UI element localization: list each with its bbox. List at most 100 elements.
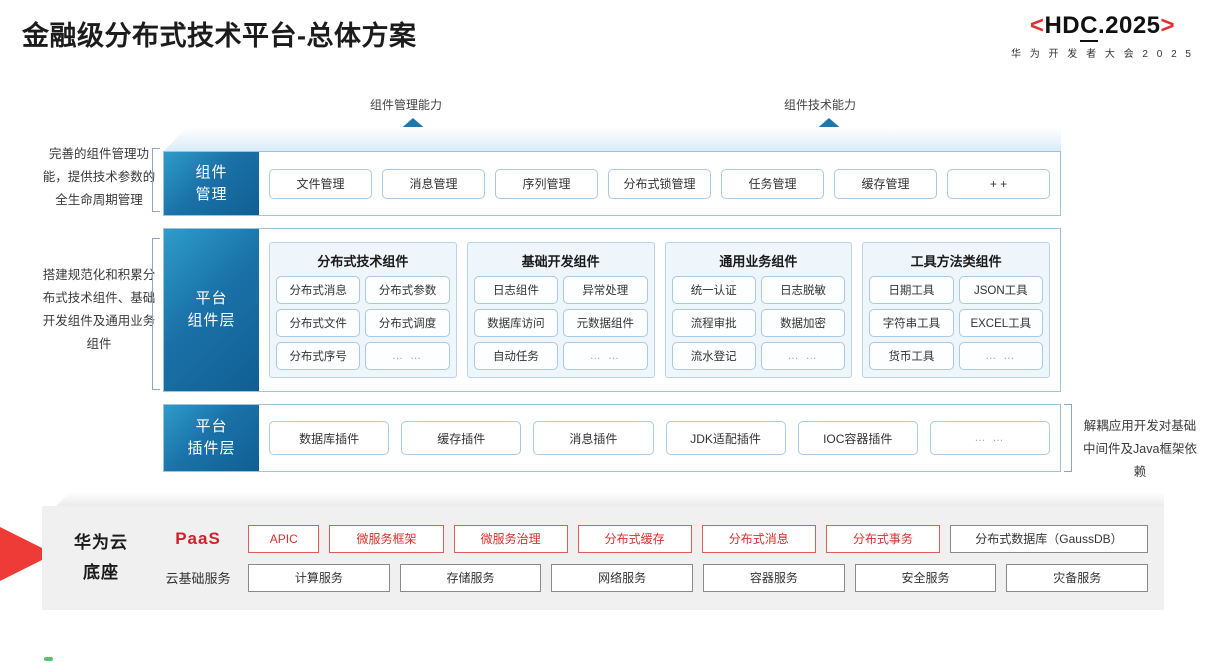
group-tool-method-components: 工具方法类组件 日期工具 JSON工具 字符串工具 EXCEL工具 货币工具 …… [862, 242, 1050, 378]
chip-string-tool[interactable]: 字符串工具 [869, 309, 954, 337]
chip-currency-tool[interactable]: 货币工具 [869, 342, 954, 370]
chip-message-plugin[interactable]: 消息插件 [533, 421, 654, 455]
layer-label-line1: 组件 [195, 163, 228, 181]
base-chip-network-service[interactable]: 网络服务 [551, 563, 694, 592]
chip-auto-task[interactable]: 自动任务 [473, 342, 559, 370]
logo-left-bracket: < [1029, 12, 1045, 39]
layer-platform-component: 平台 组件层 分布式技术组件 分布式消息 分布式参数 分布式文件 分布式调度 分… [163, 228, 1061, 392]
chip-exception-handling[interactable]: 异常处理 [563, 276, 648, 304]
base-chip-distributed-message[interactable]: 分布式消息 [701, 524, 816, 553]
bracket-left-mid [152, 238, 160, 390]
base-row-label-cloud-services: 云基础服务 [165, 571, 231, 586]
chip-message-management[interactable]: 消息管理 [382, 168, 485, 199]
chip-distributed-schedule[interactable]: 分布式调度 [365, 309, 450, 337]
chip-unified-auth[interactable]: 统一认证 [671, 276, 756, 304]
layer-label-line1: 平台 [195, 418, 228, 436]
base-chip-compute-service[interactable]: 计算服务 [248, 563, 390, 592]
base-chip-microservice-governance[interactable]: 微服务治理 [453, 524, 568, 553]
chip-data-encryption[interactable]: 数据加密 [760, 309, 846, 337]
chip-cache-plugin[interactable]: 缓存插件 [401, 421, 522, 455]
chip-ioc-container-plugin[interactable]: IOC容器插件 [797, 421, 918, 455]
chip-add-more[interactable]: + + [947, 168, 1050, 199]
component-group-container: 分布式技术组件 分布式消息 分布式参数 分布式文件 分布式调度 分布式序号 … … [269, 236, 1050, 384]
chip-log-desensitization[interactable]: 日志脱敏 [760, 276, 846, 304]
layer-platform-plugin: 平台 插件层 数据库插件 缓存插件 消息插件 JDK适配插件 IOC容器插件 …… [163, 404, 1061, 472]
group-grid: 分布式消息 分布式参数 分布式文件 分布式调度 分布式序号 … … [276, 276, 450, 370]
chip-metadata-component[interactable]: 元数据组件 [563, 309, 648, 337]
hdc-logo-subtitle: 华 为 开 发 者 大 会 2 0 2 5 [1010, 49, 1194, 60]
bracket-right [1064, 404, 1072, 472]
chip-sequence-management[interactable]: 序列管理 [495, 168, 598, 199]
arrow-label-component-technology: 组件技术能力 [784, 98, 857, 112]
chip-distributed-lock-management[interactable]: 分布式锁管理 [608, 168, 711, 199]
logo-text-c: .2025 [1097, 12, 1161, 39]
chip-more-ellipsis[interactable]: … … [563, 342, 648, 370]
base-chip-apic[interactable]: APIC [248, 524, 320, 553]
chip-date-tool[interactable]: 日期工具 [869, 276, 954, 304]
chip-excel-tool[interactable]: EXCEL工具 [958, 309, 1043, 337]
base-items-paas: APIC 微服务框架 微服务治理 分布式缓存 分布式消息 分布式事务 分布式数据… [248, 524, 1149, 553]
chip-distributed-message[interactable]: 分布式消息 [276, 276, 361, 304]
chip-more-ellipsis[interactable]: … … [760, 342, 846, 370]
group-basic-dev-components: 基础开发组件 日志组件 异常处理 数据库访问 元数据组件 自动任务 … … [466, 242, 655, 378]
base-chip-disaster-recovery-service[interactable]: 灾备服务 [1006, 563, 1149, 592]
group-distributed-tech-components: 分布式技术组件 分布式消息 分布式参数 分布式文件 分布式调度 分布式序号 … … [269, 242, 457, 378]
group-grid: 统一认证 日志脱敏 流程审批 数据加密 流水登记 … … [671, 276, 846, 370]
base-row-label-paas: PaaS [175, 528, 221, 548]
base-chip-distributed-database-gaussdb[interactable]: 分布式数据库（GaussDB） [949, 524, 1149, 553]
base-top-perspective-face [56, 492, 1164, 506]
chip-distributed-file[interactable]: 分布式文件 [276, 309, 361, 337]
group-title: 工具方法类组件 [910, 254, 1002, 269]
logo-right-bracket: > [1160, 12, 1176, 39]
base-chip-storage-service[interactable]: 存储服务 [399, 563, 542, 592]
layer-label-line2: 组件层 [187, 312, 236, 329]
base-title: 华为云 底座 [58, 528, 144, 588]
chip-more-ellipsis[interactable]: … … [958, 342, 1043, 370]
chip-jdk-adapter-plugin[interactable]: JDK适配插件 [665, 421, 786, 455]
base-rows: PaaS APIC 微服务框架 微服务治理 分布式缓存 分布式消息 分布式事务 … [158, 524, 1149, 592]
chip-more-ellipsis[interactable]: … … [929, 421, 1051, 455]
chip-database-plugin[interactable]: 数据库插件 [269, 421, 390, 455]
base-chip-distributed-cache[interactable]: 分布式缓存 [577, 524, 692, 553]
base-chip-distributed-transaction[interactable]: 分布式事务 [825, 524, 940, 553]
layer-label-line2: 插件层 [187, 440, 236, 457]
chip-more-ellipsis[interactable]: … … [365, 342, 450, 370]
chip-transaction-record[interactable]: 流水登记 [671, 342, 756, 370]
group-title: 分布式技术组件 [317, 254, 409, 269]
logo-text-b: C [1080, 12, 1098, 42]
base-chip-security-service[interactable]: 安全服务 [854, 563, 997, 592]
chip-distributed-parameter[interactable]: 分布式参数 [365, 276, 450, 304]
layer-label-line1: 平台 [195, 290, 228, 308]
layer-label-platform-component: 平台 组件层 [164, 229, 259, 391]
page-title: 金融级分布式技术平台-总体方案 [22, 21, 417, 51]
layer-label-platform-plugin: 平台 插件层 [164, 405, 259, 471]
group-grid: 日志组件 异常处理 数据库访问 元数据组件 自动任务 … … [473, 276, 648, 370]
layer-label-line2: 管理 [195, 185, 228, 203]
chip-json-tool[interactable]: JSON工具 [958, 276, 1043, 304]
chip-log-component[interactable]: 日志组件 [473, 276, 559, 304]
bracket-left-top [152, 148, 160, 212]
base-items-cloud-services: 计算服务 存储服务 网络服务 容器服务 安全服务 灾备服务 [248, 563, 1149, 592]
hdc-logo-main: <HDC.2025> [1011, 12, 1194, 42]
group-grid: 日期工具 JSON工具 字符串工具 EXCEL工具 货币工具 … … [869, 276, 1043, 370]
green-accent-icon [44, 657, 53, 661]
group-title: 基础开发组件 [521, 254, 600, 269]
chip-distributed-sequence[interactable]: 分布式序号 [276, 342, 361, 370]
base-chip-microservice-framework[interactable]: 微服务框架 [329, 524, 444, 553]
chip-database-access[interactable]: 数据库访问 [473, 309, 559, 337]
chip-task-management[interactable]: 任务管理 [721, 168, 824, 199]
huawei-cloud-base-panel: 华为云 底座 PaaS APIC 微服务框架 微服务治理 分布式缓存 分布式消息… [42, 506, 1164, 610]
layer-body-platform-component: 分布式技术组件 分布式消息 分布式参数 分布式文件 分布式调度 分布式序号 … … [259, 229, 1060, 391]
layer-label-component-management: 组件 管理 [164, 152, 259, 215]
hdc-logo: <HDC.2025> 华 为 开 发 者 大 会 2 0 2 5 [1010, 12, 1194, 60]
layer-component-management: 组件 管理 文件管理 消息管理 序列管理 分布式锁管理 任务管理 缓存管理 + … [163, 151, 1061, 216]
base-chip-container-service[interactable]: 容器服务 [703, 563, 845, 592]
layer-body-platform-plugin: 数据库插件 缓存插件 消息插件 JDK适配插件 IOC容器插件 … … [259, 405, 1060, 471]
blue-lens-marker-icon [1196, 185, 1208, 267]
base-title-line1: 华为云 [74, 533, 128, 553]
base-title-line2: 底座 [83, 563, 119, 582]
base-row-paas: PaaS APIC 微服务框架 微服务治理 分布式缓存 分布式消息 分布式事务 … [158, 524, 1149, 553]
chip-process-approval[interactable]: 流程审批 [671, 309, 756, 337]
chip-cache-management[interactable]: 缓存管理 [834, 168, 937, 199]
chip-file-management[interactable]: 文件管理 [269, 168, 372, 199]
